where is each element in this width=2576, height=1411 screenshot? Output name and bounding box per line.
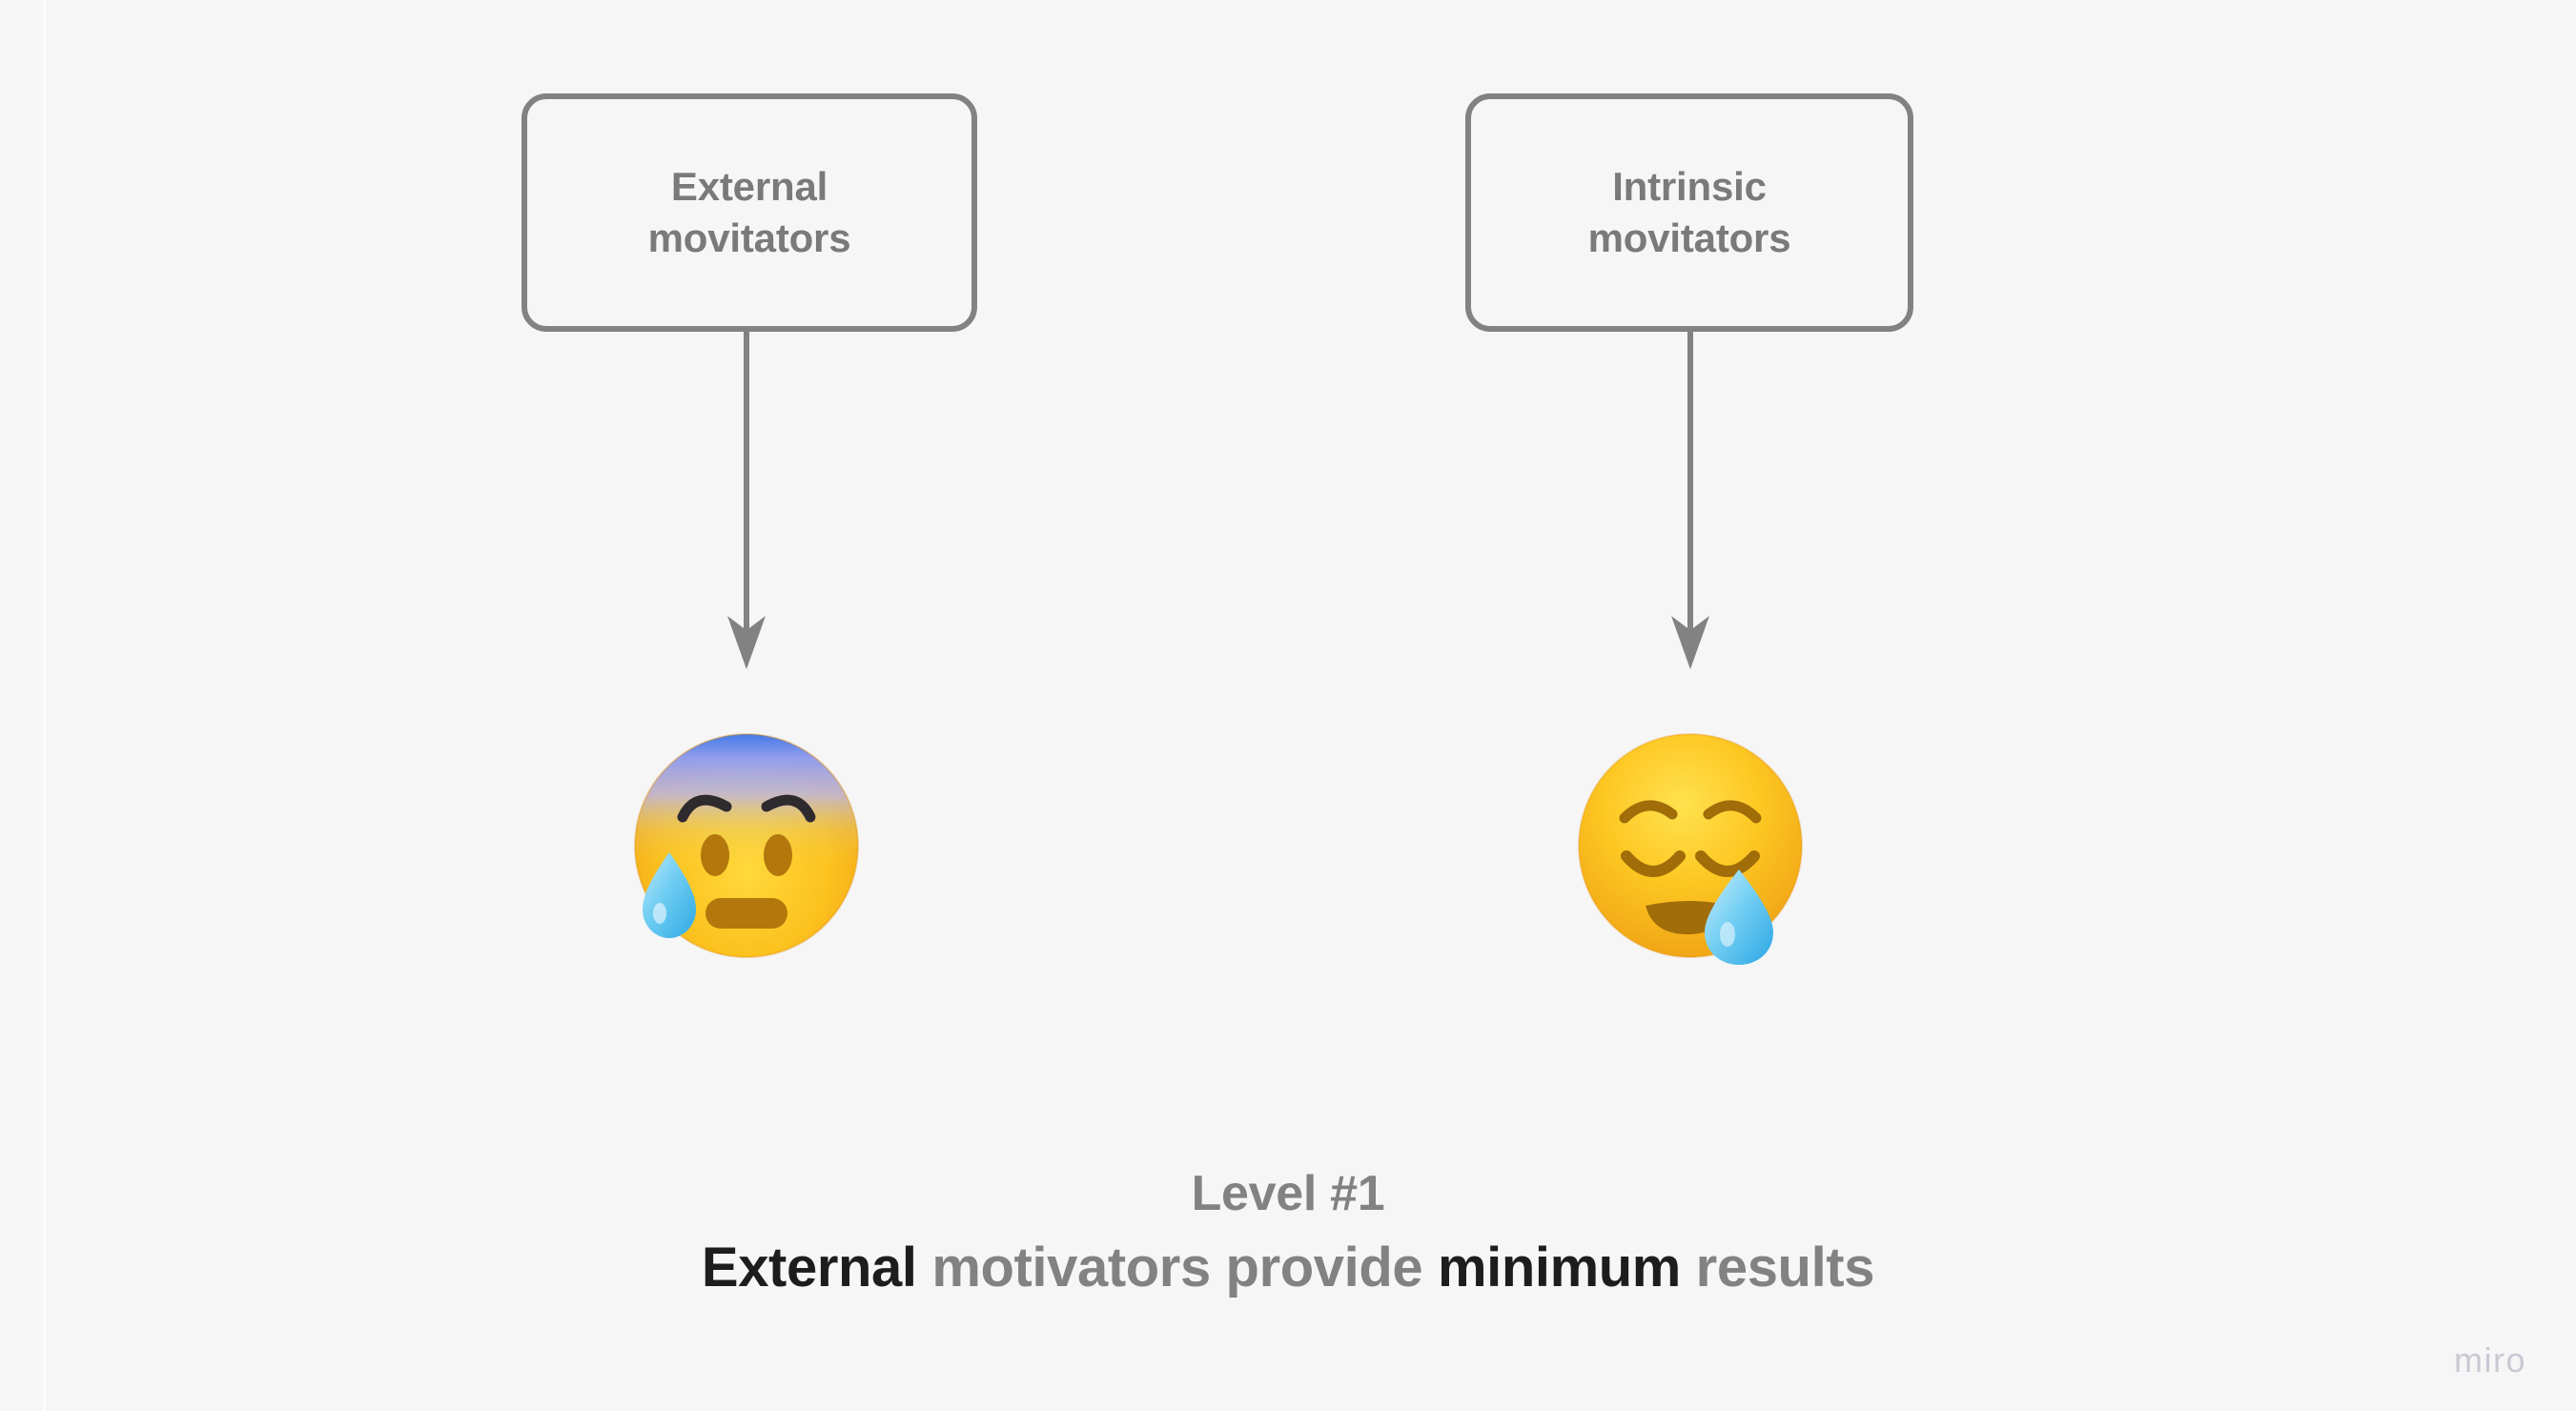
sleepy-face-emoji[interactable] [1571,726,1809,965]
node-intrinsic-movitators-label: Intrinsic movitators [1587,164,1791,260]
node-external-movitators-label: External movitators [647,164,851,260]
caption-word-motivators: motivators [931,1237,1211,1299]
arrow-intrinsic-to-emoji[interactable] [1662,330,1719,673]
caption-statement: External motivators provide minimum resu… [0,1237,2576,1300]
frame-boundary-line [43,0,46,1411]
node-external-movitators[interactable]: External movitators [521,93,977,332]
arrow-external-to-emoji[interactable] [718,330,775,673]
anxious-face-with-sweat-emoji[interactable] [627,726,866,965]
caption-word-minimum: minimum [1437,1237,1681,1299]
caption-word-results: results [1695,1237,1875,1299]
caption-level-label: Level #1 [1191,1166,1385,1221]
miro-watermark: miro [2454,1340,2526,1380]
caption-word-external: External [701,1237,917,1299]
caption-word-provide: provide [1225,1237,1423,1299]
node-intrinsic-movitators[interactable]: Intrinsic movitators [1465,93,1913,332]
caption-block: Level #1 External motivators provide min… [0,1165,2576,1300]
